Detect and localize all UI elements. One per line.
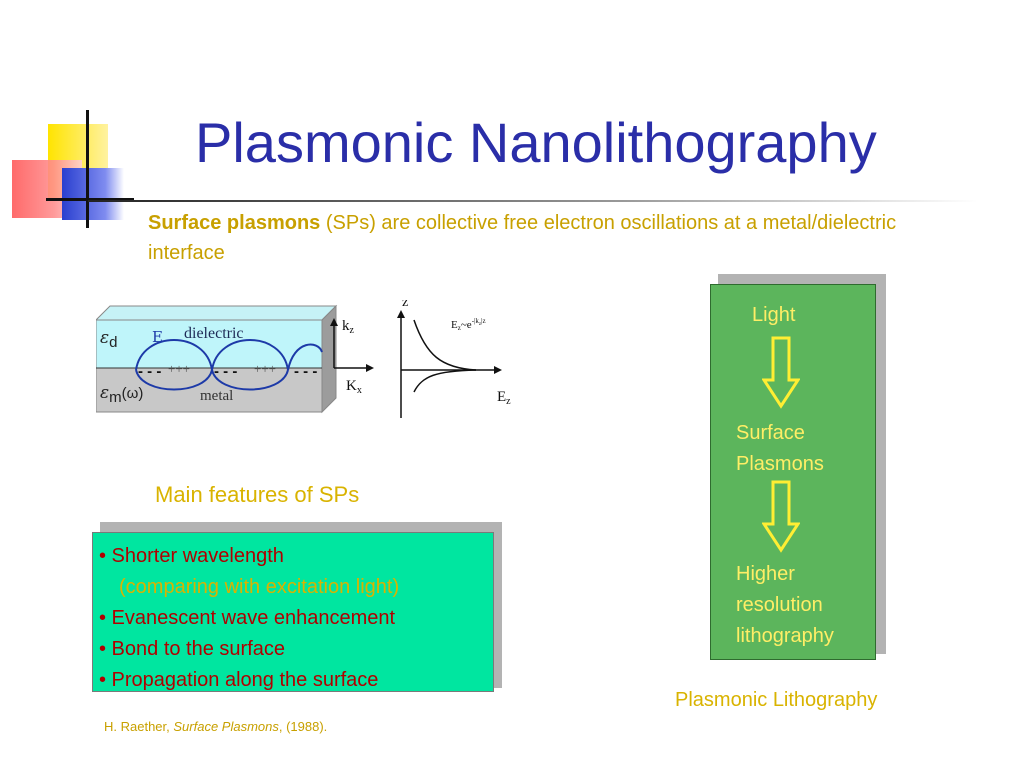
feature-item: • Evanescent wave enhancement: [99, 607, 396, 629]
citation: H. Raether, Surface Plasmons, (1988).: [104, 719, 327, 734]
field-arc: [135, 369, 213, 391]
feature-item: • Shorter wavelength: [99, 545, 284, 567]
ez-arrowhead: [494, 366, 502, 374]
feature-item-note: (comparing with excitation light): [119, 576, 400, 598]
minus-charges: - - -: [138, 363, 161, 380]
features-title: Main features of SPs: [155, 482, 360, 507]
title-divider: [88, 200, 978, 202]
citation-work: Surface Plasmons: [173, 719, 279, 734]
lithography-flow-box: [710, 284, 876, 660]
decay-curve-upper: [413, 319, 477, 371]
z-arrowhead: [397, 310, 405, 318]
slide-title: Plasmonic Nanolithography: [195, 111, 877, 174]
plus-charges: +++: [254, 361, 276, 376]
minus-charges: - - -: [294, 363, 317, 380]
kx-label: Kx: [346, 378, 362, 396]
decay-curve-lower: [413, 369, 477, 393]
slab-side-face: [321, 304, 337, 414]
plus-charges: +++: [168, 361, 190, 376]
intro-text: Surface plasmons (SPs) are collective fr…: [148, 208, 968, 268]
intro-term: Surface plasmons: [148, 212, 321, 234]
lith-step-line: Surface: [736, 422, 805, 444]
minus-charges: - - -: [214, 363, 237, 380]
field-label: E: [152, 328, 163, 346]
kz-label: kz: [342, 318, 355, 336]
logo-vertical-line: [86, 110, 89, 228]
down-arrow-icon: [762, 480, 800, 553]
down-arrow-icon: [762, 336, 800, 409]
lith-step-line: Plasmons: [736, 453, 824, 475]
kz-arrowhead: [330, 318, 338, 326]
lith-step-line: lithography: [736, 625, 834, 647]
lith-step-line: Higher: [736, 563, 795, 585]
dielectric-label: dielectric: [184, 325, 244, 342]
citation-author: H. Raether,: [104, 719, 174, 734]
eps-d-label: εd: [100, 328, 117, 351]
lith-step-higher-resolution: Higher resolution lithography: [736, 559, 834, 652]
slab-top-face: [96, 305, 338, 321]
field-arc: [287, 343, 323, 371]
metal-label: metal: [200, 388, 233, 404]
feature-item: • Bond to the surface: [99, 638, 286, 660]
logo-blue-block: [62, 168, 124, 220]
surface-plasmon-diagram: εd E dielectric - - - +++ - - - +++ - - …: [96, 300, 511, 418]
intro-rest: (SPs) are collective free electron oscil…: [148, 212, 897, 264]
citation-year: , (1988).: [278, 719, 328, 734]
eps-m-label: εm(ω): [100, 383, 143, 406]
lith-step-surface-plasmons: Surface Plasmons: [736, 418, 824, 480]
decay-formula: Ez~e-|kz|z: [451, 317, 486, 332]
lithography-caption: Plasmonic Lithography: [675, 689, 878, 711]
ez-label: Ez: [497, 389, 511, 407]
logo-horizontal-line: [46, 198, 134, 201]
lith-step-light: Light: [752, 304, 796, 326]
lith-step-line: resolution: [736, 594, 823, 616]
field-arc: [211, 339, 289, 371]
field-arc: [135, 339, 213, 371]
kx-arrowhead: [366, 364, 374, 372]
feature-item: • Propagation along the surface: [99, 669, 379, 691]
field-arc: [211, 369, 289, 391]
z-label: z: [402, 300, 408, 310]
features-box: • Shorter wavelength (comparing with exc…: [92, 532, 494, 692]
